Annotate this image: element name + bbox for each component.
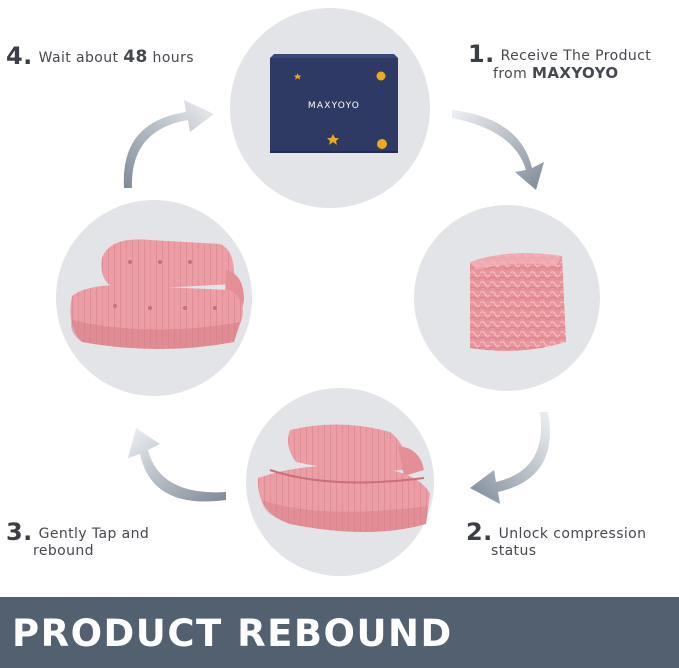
- step-1-brand: MAXYOYO: [532, 64, 619, 82]
- banner-title: PRODUCT REBOUND: [12, 612, 453, 655]
- step-2-line1: Unlock compression: [498, 526, 647, 542]
- step-1-label: 1. Receive The Product from MAXYOYO: [468, 42, 673, 83]
- curved-arrow-icon: [123, 100, 214, 188]
- curved-arrow-icon: [470, 412, 550, 504]
- box-brand-label: MAXYOYO: [308, 101, 360, 111]
- title-banner: [0, 597, 679, 668]
- step-2-line2: status: [491, 543, 537, 559]
- step-4-label: 4. Wait about 48 hours: [6, 44, 236, 68]
- step-3-number: 3.: [6, 518, 33, 546]
- product-box-image: MAXYOYO: [270, 54, 398, 153]
- step-1-number: 1.: [468, 40, 495, 68]
- step-1-line2-prefix: from: [493, 66, 533, 82]
- step-3-line2: rebound: [33, 543, 94, 559]
- step-4-number: 4.: [6, 42, 33, 70]
- step-4-suffix: hours: [147, 50, 194, 66]
- step-2-label: 2. Unlock compression status: [466, 520, 676, 560]
- compressed-cushion-image: [470, 253, 566, 351]
- step-4-hours: 48: [123, 47, 148, 67]
- step-1-line1: Receive The Product: [500, 48, 652, 64]
- step-4-prefix: Wait about: [38, 50, 124, 66]
- rebound-sofa-image: [257, 424, 430, 532]
- curved-arrow-icon: [452, 110, 544, 190]
- step-2-number: 2.: [466, 518, 493, 546]
- curved-arrow-icon: [128, 428, 226, 502]
- expanded-sofa-image: [70, 239, 244, 349]
- step-3-line1: Gently Tap and: [38, 526, 150, 542]
- step-3-label: 3. Gently Tap and rebound: [6, 520, 226, 560]
